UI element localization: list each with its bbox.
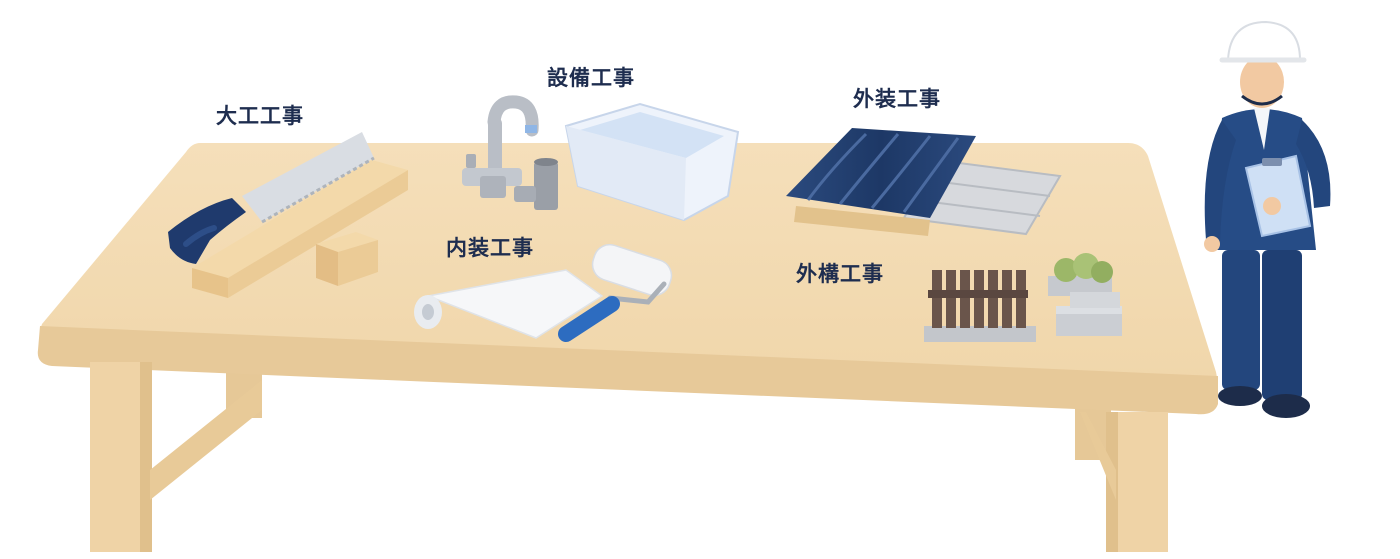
construction-worker-icon bbox=[1204, 20, 1331, 418]
label-equipment: 設備工事 bbox=[547, 66, 635, 90]
label-carpentry: 大工工事 bbox=[216, 104, 304, 128]
interior-tools bbox=[414, 243, 673, 342]
pipe-fitting-icon bbox=[514, 158, 558, 210]
faucet-icon bbox=[462, 95, 539, 198]
label-landscaping: 外構工事 bbox=[796, 262, 884, 286]
carpentry-tools bbox=[168, 132, 408, 298]
wallpaper-roll-icon bbox=[414, 269, 604, 339]
table-leg-front-left bbox=[90, 362, 262, 552]
lumber-icon bbox=[192, 160, 408, 298]
equipment-tools bbox=[462, 95, 740, 222]
landscaping-materials bbox=[924, 253, 1122, 342]
concrete-block-icon bbox=[1056, 292, 1122, 336]
paint-roller-icon bbox=[558, 243, 673, 342]
sink-basin-icon bbox=[564, 102, 740, 222]
clipboard-icon bbox=[1244, 154, 1312, 238]
label-exterior: 外装工事 bbox=[853, 87, 941, 111]
planter-shrub-icon bbox=[1048, 253, 1113, 296]
hard-hat-icon bbox=[1219, 20, 1307, 63]
label-interior: 内装工事 bbox=[446, 236, 534, 260]
saw-icon bbox=[168, 132, 375, 264]
exterior-materials bbox=[786, 128, 1062, 236]
wooden-fence-icon bbox=[924, 270, 1036, 342]
roof-base-board bbox=[794, 206, 930, 236]
roof-tile-icon bbox=[786, 128, 976, 218]
table-edge bbox=[37, 326, 1218, 415]
table-leg-front-right bbox=[1080, 412, 1168, 552]
